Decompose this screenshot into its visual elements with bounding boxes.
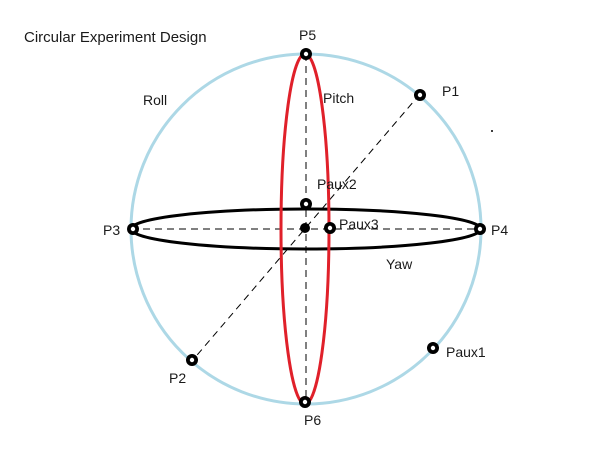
point-p6-marker xyxy=(299,396,311,408)
point-p5-label: P5 xyxy=(299,27,316,43)
point-paux1-label: Paux1 xyxy=(446,344,486,360)
point-p1-label: P1 xyxy=(442,83,459,99)
point-p2-label: P2 xyxy=(169,370,186,386)
point-p3-marker xyxy=(127,223,139,235)
pitch-label: Pitch xyxy=(323,90,354,106)
point-p3-label: P3 xyxy=(103,222,120,238)
point-p2-marker xyxy=(186,354,198,366)
point-p6-label: P6 xyxy=(304,412,321,428)
diagonal-axis-line xyxy=(191,93,421,362)
point-p5-marker xyxy=(300,48,312,60)
point-p1-marker xyxy=(414,89,426,101)
stray-dot xyxy=(491,130,493,132)
diagram-title: Circular Experiment Design xyxy=(24,29,207,46)
point-paux3-marker xyxy=(324,222,336,234)
point-paux2-label: Paux2 xyxy=(317,176,357,192)
yaw-label: Yaw xyxy=(386,256,413,272)
point-p4-marker xyxy=(474,223,486,235)
center-point-marker xyxy=(300,223,310,233)
point-p4-label: P4 xyxy=(491,222,508,238)
point-paux1-marker xyxy=(427,342,439,354)
roll-label: Roll xyxy=(143,92,167,108)
point-paux3-label: Paux3 xyxy=(339,216,379,232)
point-paux2-marker xyxy=(300,198,312,210)
